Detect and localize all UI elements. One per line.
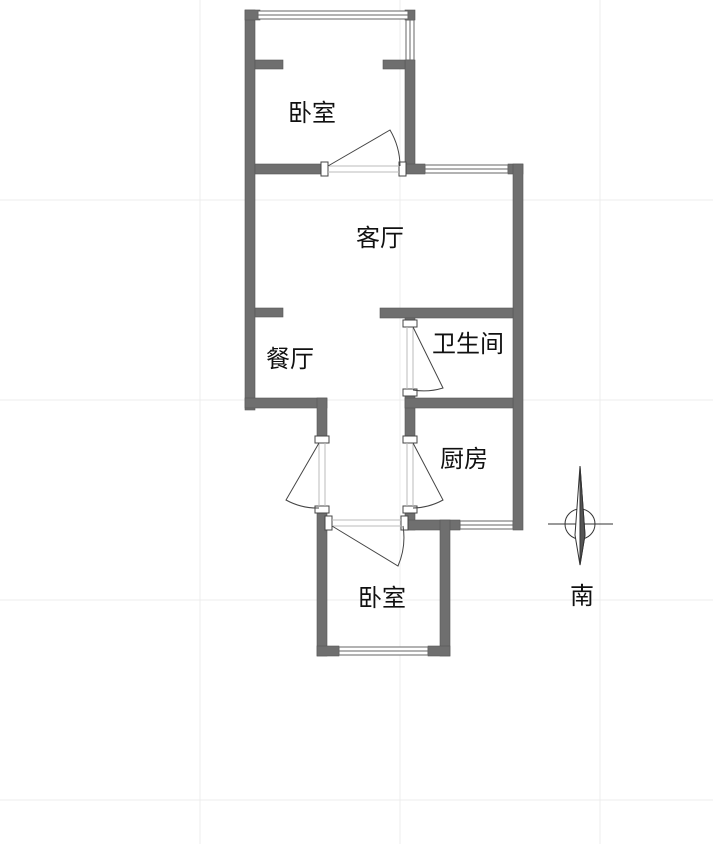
- walls: [244, 9, 524, 657]
- windows: [257, 10, 514, 656]
- room-label-bedroom-bottom: 卧室: [358, 584, 406, 612]
- room-label-living-room: 客厅: [356, 224, 404, 252]
- compass-label: 南: [570, 582, 594, 610]
- room-label-dining-room: 餐厅: [266, 345, 314, 373]
- room-label-bedroom-top: 卧室: [288, 99, 336, 127]
- room-label-bathroom: 卫生间: [432, 330, 504, 358]
- compass-icon: [548, 465, 613, 566]
- doors: [285, 129, 444, 567]
- room-label-kitchen: 厨房: [440, 445, 488, 473]
